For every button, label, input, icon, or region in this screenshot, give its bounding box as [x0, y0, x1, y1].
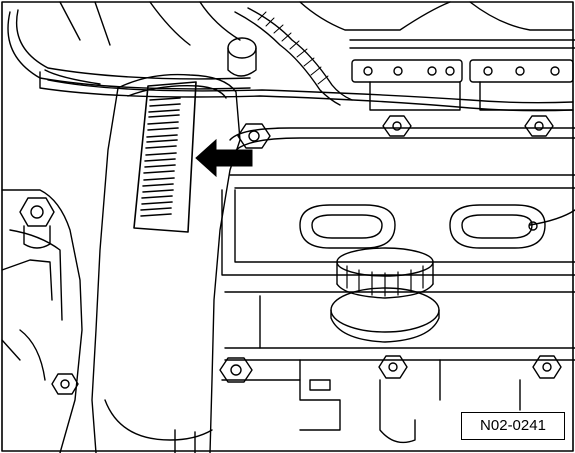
barcode-lines: [140, 97, 181, 217]
bolt-cover-5: [378, 355, 408, 379]
plug-hole-1: [299, 204, 396, 249]
bolt-cover-6: [532, 355, 562, 379]
loom-clip: [227, 37, 257, 59]
arrow-left-icon: [195, 138, 253, 178]
figure-reference-code: N02-0241: [461, 412, 565, 440]
bolt-lower-left: [51, 373, 79, 395]
plug-hole-2: [449, 204, 546, 249]
bolt-cover-4: [219, 357, 253, 383]
bolt-cover-2: [382, 115, 412, 137]
bolt-cover-3: [524, 115, 554, 137]
bolt-upper-left: [19, 197, 55, 249]
fuel-rail-right: [469, 59, 574, 83]
hose-left-top: [7, 11, 251, 90]
oil-filler-cap: [330, 247, 440, 343]
barcode-label: [133, 81, 197, 233]
fuel-rail-left: [351, 59, 463, 83]
bolt-cover-1: [237, 123, 271, 149]
